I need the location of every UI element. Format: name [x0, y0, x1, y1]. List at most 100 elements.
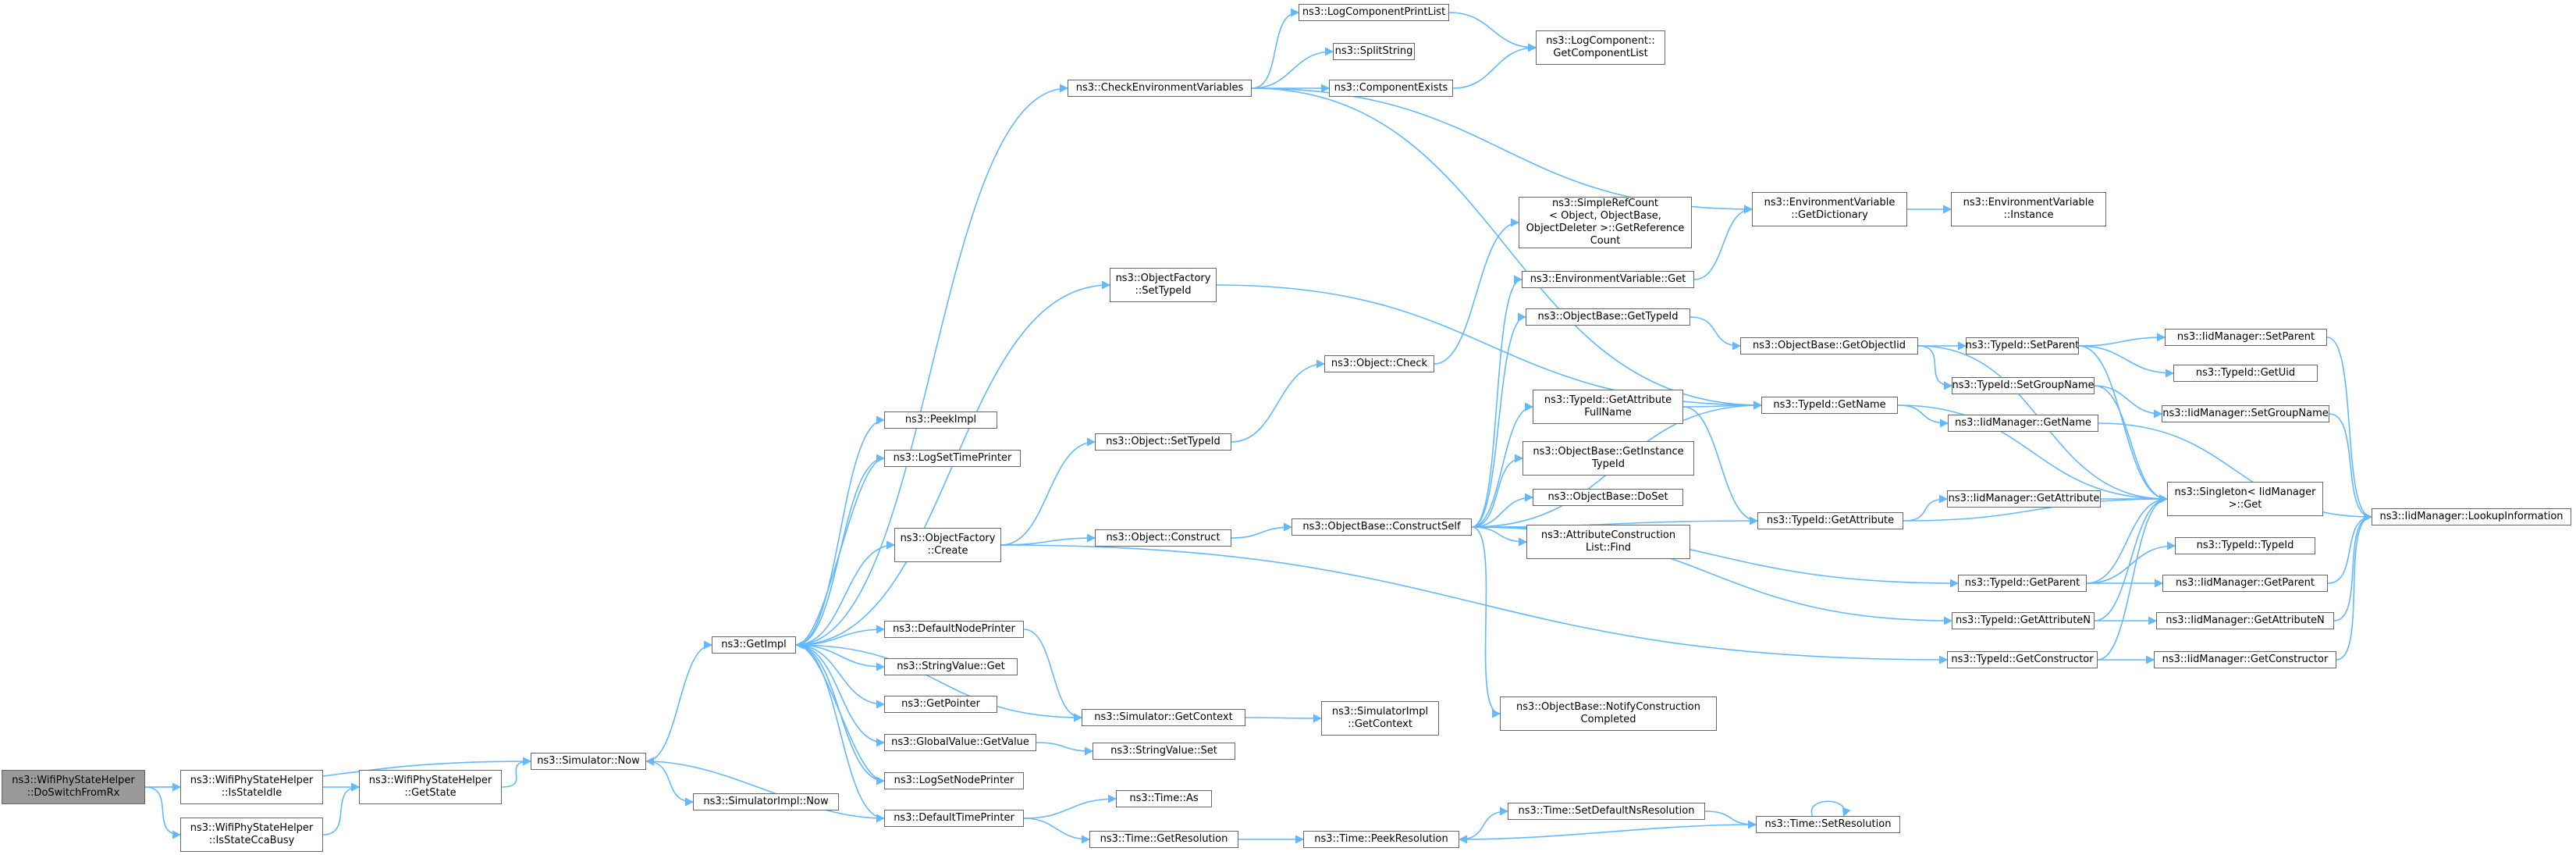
graph-node-n42[interactable]: ns3::EnvironmentVariable::GetDictionary [1752, 192, 1907, 226]
edge-n5-to-n25 [795, 644, 1083, 722]
edge-n36-to-n44 [1690, 316, 1742, 351]
graph-node-n18[interactable]: ns3::SplitString [1333, 43, 1415, 60]
graph-node-n0[interactable]: ns3::WifiPhyStateHelper::DoSwitchFromRx [2, 770, 145, 804]
graph-node-n44[interactable]: ns3::ObjectBase::GetObjectIid [1740, 337, 1918, 354]
graph-node-n62[interactable]: ns3::IidManager::LookupInformation [2372, 508, 2571, 525]
graph-node-n60[interactable]: ns3::IidManager::GetAttributeN [2156, 612, 2334, 629]
graph-node-n25[interactable]: ns3::Simulator::GetContext [1082, 709, 1245, 726]
edge-n50-to-n55 [2078, 333, 2166, 347]
graph-node-n12[interactable]: ns3::GetPointer [884, 696, 997, 713]
edge-n15-to-n29 [1023, 818, 1091, 844]
graph-node-label: ns3::PeekImpl [904, 414, 977, 426]
graph-node-n39[interactable]: ns3::ObjectBase::DoSet [1533, 489, 1683, 506]
graph-node-n26[interactable]: ns3::SimulatorImpl::GetContext [1321, 701, 1439, 736]
graph-node-label: ns3::ObjectFactory [1115, 273, 1211, 284]
graph-node-n5[interactable]: ns3::GetImpl [712, 636, 796, 654]
graph-node-n1[interactable]: ns3::WifiPhyStateHelper::IsStateIdle [180, 770, 323, 804]
graph-node-n4[interactable]: ns3::Simulator::Now [531, 753, 646, 770]
graph-node-label: ns3::EnvironmentVariable [1764, 197, 1896, 208]
edge-n32-to-n32 [1810, 800, 1851, 818]
graph-node-n51[interactable]: ns3::TypeId::SetGroupName [1952, 377, 2095, 394]
graph-node-n24[interactable]: ns3::Object::Check [1324, 355, 1434, 372]
graph-node-n36[interactable]: ns3::ObjectBase::GetTypeId [1526, 308, 1690, 326]
graph-node-n6[interactable]: ns3::SimulatorImpl::Now [693, 793, 839, 810]
graph-node-n35[interactable]: ns3::EnvironmentVariable::Get [1522, 271, 1694, 288]
graph-node-label: Completed [1580, 714, 1636, 725]
graph-node-n59[interactable]: ns3::IidManager::GetParent [2162, 575, 2328, 592]
graph-node-label: FullName [1584, 407, 1632, 419]
edge-n47-to-n58 [2086, 541, 2176, 584]
graph-node-n28[interactable]: ns3::Time::As [1116, 790, 1212, 807]
graph-node-n2[interactable]: ns3::WifiPhyStateHelper::IsStateCcaBusy [180, 818, 323, 852]
graph-node-label: ns3::IidManager::GetParent [2175, 577, 2315, 589]
graph-node-n53[interactable]: ns3::IidManager::GetAttribute [1947, 490, 2101, 508]
edge-n13-to-n27 [1036, 742, 1094, 756]
graph-node-n17[interactable]: ns3::LogComponentPrintList [1299, 4, 1449, 21]
graph-node-n21[interactable]: ns3::ObjectFactory::SetTypeId [1110, 268, 1217, 302]
edge-n33-to-n39 [1471, 493, 1534, 528]
graph-node-label: ns3::Object::SetTypeId [1106, 436, 1220, 447]
graph-node-n19[interactable]: ns3::ComponentExists [1329, 80, 1453, 97]
graph-node-n23[interactable]: ns3::Object::Construct [1095, 529, 1231, 547]
graph-node-label: ns3::ObjectBase::ConstructSelf [1302, 521, 1461, 533]
edge-n32-to-n30 [1458, 824, 1757, 844]
graph-node-n55[interactable]: ns3::IidManager::SetParent [2165, 329, 2327, 346]
graph-node-label: ns3::ObjectBase::GetTypeId [1537, 311, 1679, 322]
graph-node-n14[interactable]: ns3::LogSetNodePrinter [884, 772, 1024, 789]
graph-node-label: ns3::StringValue::Get [897, 661, 1005, 672]
graph-node-n32[interactable]: ns3::Time::SetResolution [1756, 816, 1900, 833]
graph-node-n8[interactable]: ns3::LogSetTimePrinter [884, 450, 1021, 467]
graph-node-label: ns3::Time::As [1129, 793, 1199, 804]
edge-n23-to-n33 [1231, 522, 1293, 539]
graph-node-n43[interactable]: ns3::EnvironmentVariable::Instance [1951, 192, 2106, 226]
graph-node-n46[interactable]: ns3::TypeId::GetAttribute [1757, 512, 1903, 529]
graph-node-n16[interactable]: ns3::CheckEnvironmentVariables [1068, 80, 1252, 97]
graph-node-label: ns3::TypeId::TypeId [2196, 540, 2294, 551]
graph-node-n49[interactable]: ns3::TypeId::GetConstructor [1947, 651, 2098, 668]
graph-node-label: ::GetContext [1348, 718, 1412, 730]
graph-node-n29[interactable]: ns3::Time::GetResolution [1089, 831, 1238, 848]
graph-node-n33[interactable]: ns3::ObjectBase::ConstructSelf [1292, 518, 1472, 536]
graph-node-label: ns3::LogSetNodePrinter [894, 775, 1014, 786]
graph-node-n22[interactable]: ns3::Object::SetTypeId [1095, 433, 1231, 451]
graph-node-n57[interactable]: ns3::IidManager::SetGroupName [2162, 405, 2329, 422]
edge-n55-to-n62 [2326, 337, 2373, 522]
graph-node-label: ::Create [927, 545, 968, 557]
graph-node-n15[interactable]: ns3::DefaultTimePrinter [884, 810, 1024, 827]
edge-n5-to-n13 [795, 644, 886, 747]
graph-node-n61[interactable]: ns3::IidManager::GetConstructor [2154, 651, 2336, 668]
graph-node-n3[interactable]: ns3::WifiPhyStateHelper::GetState [359, 770, 502, 804]
graph-node-n34[interactable]: ns3::SimpleRefCount< Object, ObjectBase,… [1519, 197, 1692, 248]
graph-node-n30[interactable]: ns3::Time::PeekResolution [1303, 831, 1459, 848]
edge-n33-to-n36 [1471, 312, 1527, 528]
graph-node-n27[interactable]: ns3::StringValue::Set [1093, 743, 1235, 760]
graph-node-label: ns3::TypeId::GetAttribute [1544, 394, 1672, 406]
graph-node-n50[interactable]: ns3::TypeId::SetParent [1966, 337, 2079, 354]
graph-node-n20[interactable]: ns3::LogComponent::GetComponentList [1536, 30, 1665, 65]
graph-node-n10[interactable]: ns3::DefaultNodePrinter [884, 621, 1024, 638]
graph-node-n56[interactable]: ns3::TypeId::GetUid [2173, 365, 2318, 382]
graph-node-n52[interactable]: ns3::IidManager::GetName [1948, 415, 2098, 432]
edge-n14-to-n5 [794, 640, 885, 782]
graph-node-n7[interactable]: ns3::PeekImpl [884, 411, 997, 429]
edge-n60-to-n62 [2333, 512, 2373, 622]
graph-node-label: ns3::Simulator::GetContext [1094, 711, 1233, 723]
graph-node-label: ns3::TypeId::SetParent [1965, 340, 2080, 351]
graph-node-n47[interactable]: ns3::TypeId::GetParent [1958, 575, 2087, 592]
graph-node-label: ns3::DefaultNodePrinter [893, 623, 1015, 635]
graph-node-n13[interactable]: ns3::GlobalValue::GetValue [884, 734, 1036, 751]
graph-node-n54[interactable]: ns3::Singleton< IidManager>::Get [2167, 482, 2323, 516]
graph-node-n9[interactable]: ns3::ObjectFactory::Create [894, 528, 1001, 562]
graph-node-n58[interactable]: ns3::TypeId::TypeId [2175, 537, 2315, 554]
graph-node-n48[interactable]: ns3::TypeId::GetAttributeN [1952, 612, 2095, 629]
edge-n16-to-n42 [1251, 87, 1753, 214]
graph-node-n11[interactable]: ns3::StringValue::Get [884, 658, 1018, 675]
edge-n33-to-n46 [1471, 516, 1759, 528]
graph-node-n45[interactable]: ns3::TypeId::GetName [1761, 397, 1898, 414]
graph-node-n31[interactable]: ns3::Time::SetDefaultNsResolution [1508, 803, 1705, 820]
graph-node-label: ns3::Object::Construct [1106, 532, 1220, 543]
